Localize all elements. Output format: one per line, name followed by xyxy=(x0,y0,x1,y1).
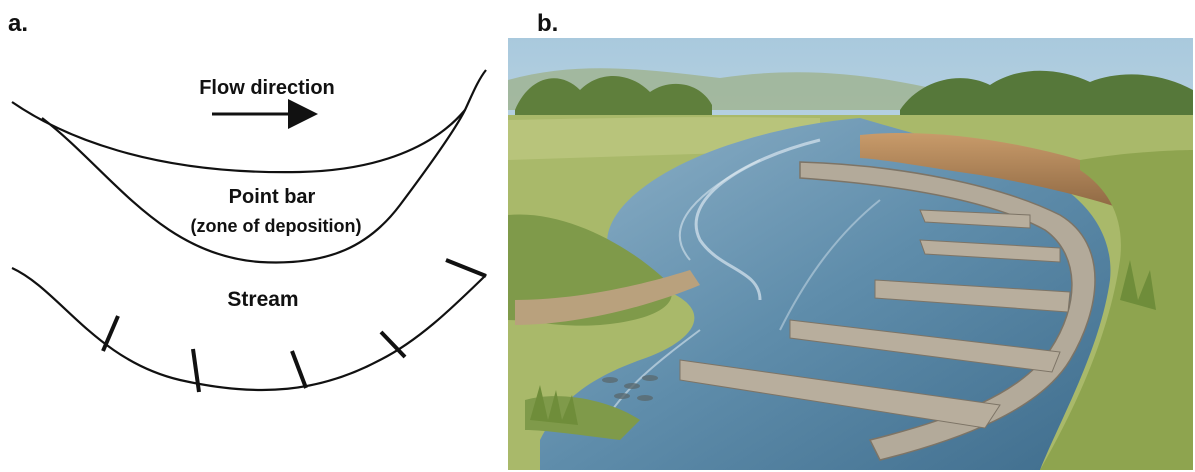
point-bar-sublabel: (zone of deposition) xyxy=(191,216,362,236)
point-bar-label: Point bar xyxy=(229,186,316,208)
stream-label: Stream xyxy=(227,288,298,311)
erosion-tick xyxy=(193,349,199,392)
erosion-tick xyxy=(292,351,306,388)
outer-bank-line xyxy=(12,268,486,390)
erosion-tick xyxy=(103,316,118,351)
river-illustration xyxy=(508,38,1193,470)
panel-a-diagram: Flow direction Point bar (zone of deposi… xyxy=(12,70,486,392)
flow-direction-label: Flow direction xyxy=(199,77,335,99)
erosion-tick xyxy=(446,260,486,276)
